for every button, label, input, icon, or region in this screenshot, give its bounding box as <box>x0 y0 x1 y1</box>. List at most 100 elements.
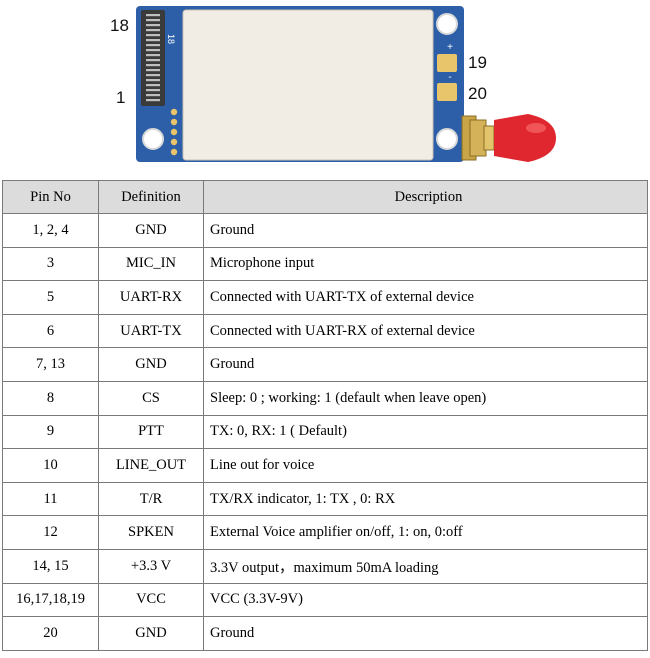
connector-pin <box>146 19 160 22</box>
side-pad <box>170 138 178 146</box>
connector-pin <box>146 99 160 102</box>
cell-description: Ground <box>203 347 648 382</box>
header-pin-no: Pin No <box>2 180 99 214</box>
pad-20 <box>437 83 457 101</box>
cell-definition: MIC_IN <box>98 246 204 282</box>
cell-description: Connected with UART-TX of external devic… <box>203 280 648 315</box>
cell-pin-no: 14, 15 <box>2 548 99 584</box>
cell-definition: LINE_OUT <box>98 448 204 483</box>
pin-callout-19: 19 <box>468 53 487 72</box>
cell-pin-no: 10 <box>2 448 99 483</box>
cell-pin-no: 20 <box>2 616 99 651</box>
connector-pin <box>146 74 160 77</box>
pin-callout-18: 18 <box>110 16 129 35</box>
connector-pin <box>146 29 160 32</box>
cell-pin-no: 3 <box>2 246 99 282</box>
sma-thread <box>483 125 495 151</box>
connector-pin <box>146 79 160 82</box>
pad-20-polarity: - <box>448 72 451 83</box>
cell-description: Sleep: 0 ; working: 1 (default when leav… <box>203 380 648 416</box>
cell-description: TX/RX indicator, 1: TX , 0: RX <box>203 481 648 517</box>
cell-description: Microphone input <box>203 246 648 282</box>
connector-pin <box>146 84 160 87</box>
connector-pin <box>146 54 160 57</box>
cell-pin-no: 5 <box>2 280 99 315</box>
cell-definition: VCC <box>98 582 204 618</box>
table-row: 14, 15+3.3 V 3.3V output，maximum 50mA lo… <box>2 548 648 584</box>
cell-definition: UART-TX <box>98 313 204 349</box>
rf-shield <box>182 9 434 161</box>
cell-description: TX: 0, RX: 1 ( Default) <box>203 414 648 450</box>
cell-pin-no: 8 <box>2 380 99 416</box>
cell-definition: CS <box>98 380 204 416</box>
cell-pin-no: 9 <box>2 414 99 450</box>
connector-pin <box>146 59 160 62</box>
mounting-hole-right <box>436 128 458 150</box>
pad-19-polarity: + <box>447 42 453 53</box>
pin-callout-20: 20 <box>468 84 487 103</box>
cell-definition: UART-RX <box>98 280 204 315</box>
connector-pin <box>146 39 160 42</box>
cell-description: Ground <box>203 616 648 651</box>
connector-pins <box>146 14 160 102</box>
header-definition: Definition <box>98 180 204 214</box>
cell-description: Connected with UART-RX of external devic… <box>203 313 648 349</box>
side-pad <box>170 118 178 126</box>
module-figure: 18 + - 18 1 19 20 <box>0 0 650 180</box>
cell-pin-no: 16,17,18,19 <box>2 582 99 618</box>
cell-pin-no: 7, 13 <box>2 347 99 382</box>
cell-description: External Voice amplifier on/off, 1: on, … <box>203 515 648 550</box>
cell-definition: SPKEN <box>98 515 204 550</box>
pad-19 <box>437 54 457 72</box>
mounting-hole-left <box>142 128 164 150</box>
side-pad <box>170 128 178 136</box>
connector-silkscreen-label: 18 <box>166 34 176 44</box>
connector-pin <box>146 89 160 92</box>
cell-description: 3.3V output，maximum 50mA loading <box>203 548 648 584</box>
cell-definition: +3.3 V <box>98 548 204 584</box>
cell-definition: T/R <box>98 481 204 517</box>
connector-pin <box>146 49 160 52</box>
sma-antenna-connector <box>461 114 556 162</box>
cell-description: VCC (3.3V-9V) <box>203 582 648 618</box>
side-pad <box>170 148 178 156</box>
cell-pin-no: 1, 2, 4 <box>2 213 99 248</box>
connector-pin <box>146 44 160 47</box>
connector-pin <box>146 24 160 27</box>
cell-description: Line out for voice <box>203 448 648 483</box>
module-illustration: 18 + - <box>136 6 556 162</box>
connector-pin <box>146 94 160 97</box>
cell-pin-no: 6 <box>2 313 99 349</box>
connector-pin <box>146 69 160 72</box>
cell-pin-no: 11 <box>2 481 99 517</box>
antenna-cap <box>494 114 556 162</box>
cell-definition: GND <box>98 213 204 248</box>
table-header: Pin No Definition Description <box>2 180 648 214</box>
cell-definition: GND <box>98 616 204 651</box>
cell-definition: GND <box>98 347 204 382</box>
header-description: Description <box>203 180 648 214</box>
left-pads <box>170 108 178 156</box>
cell-description: Ground <box>203 213 648 248</box>
cell-pin-no: 12 <box>2 515 99 550</box>
side-pad <box>170 108 178 116</box>
connector-pin <box>146 34 160 37</box>
antenna-highlight <box>526 123 546 133</box>
pin-callout-1: 1 <box>116 88 126 107</box>
connector-pin <box>146 64 160 67</box>
connector-pin <box>146 14 160 17</box>
